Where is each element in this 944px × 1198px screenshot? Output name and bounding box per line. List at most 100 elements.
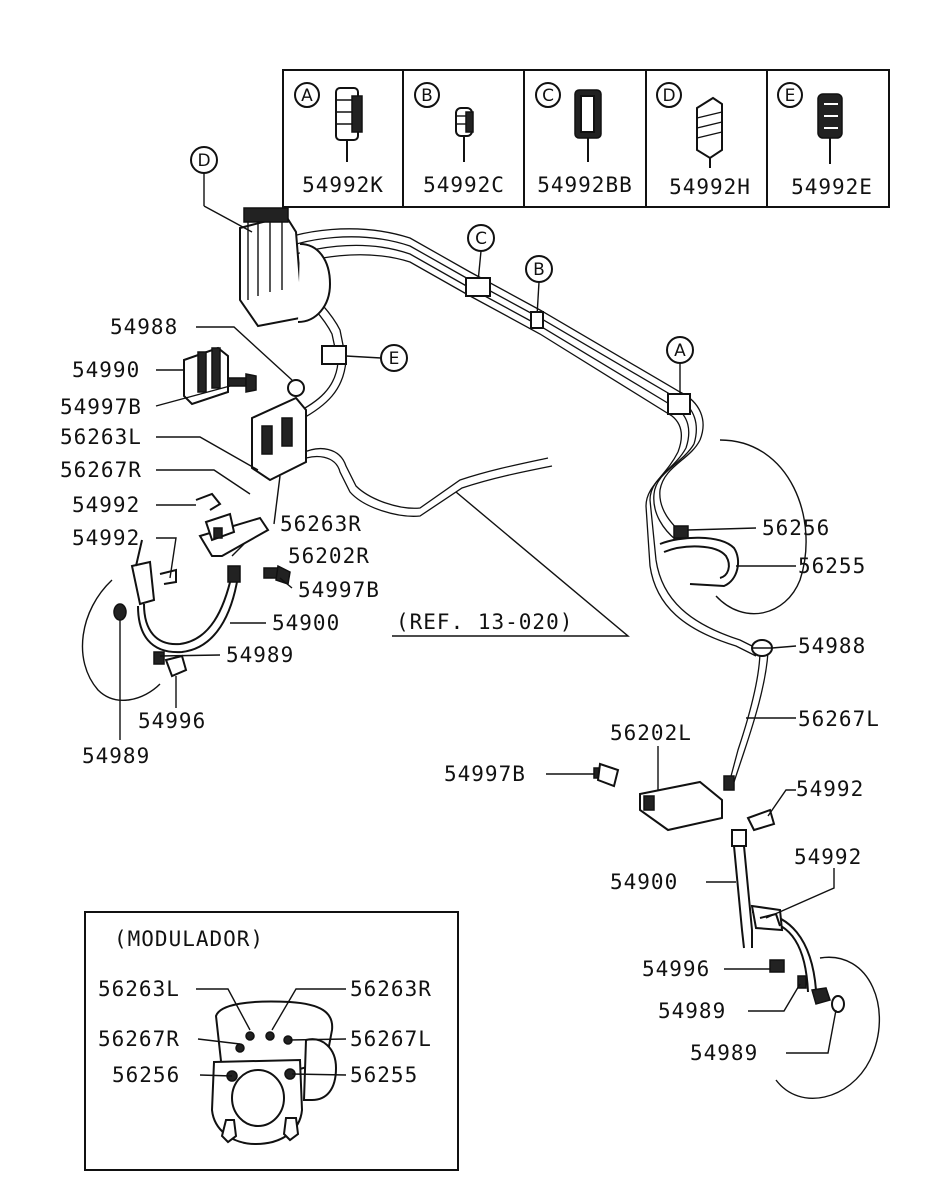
inset-label-56267l: 56267L [350, 1027, 432, 1051]
clip-c-icon [455, 107, 474, 162]
label-56202l: 56202L [610, 721, 692, 745]
clip-h-icon [696, 96, 723, 168]
clip-k-icon [335, 87, 363, 162]
reference-note: (REF. 13-020) [392, 491, 630, 637]
bolt-54997b-top-icon [227, 373, 257, 393]
label-54988-left: 54988 [110, 315, 178, 339]
clip-54992-left-b-icon [159, 568, 177, 585]
callout-c: C [465, 224, 495, 297]
label-56256: 56256 [762, 516, 830, 540]
label-54992-right-b: 54992 [794, 845, 862, 869]
hose-left [130, 539, 241, 654]
callout-b: B [525, 255, 553, 329]
union-fitting [287, 379, 305, 397]
leaders-left [119, 326, 293, 740]
bolt-54996-left-icon [164, 654, 188, 678]
legend-letter-e: E [785, 86, 796, 106]
inset-label-56255: 56255 [350, 1063, 418, 1087]
label-56255: 56255 [798, 554, 866, 578]
label-54992-left-a: 54992 [72, 493, 140, 517]
label-56263l: 56263L [60, 425, 142, 449]
callout-c-letter: C [475, 229, 487, 249]
legend-cell-c: C 54992BB [535, 82, 633, 197]
washer-54989-right-a-icon [797, 975, 807, 989]
washer-54989-left-a-icon [153, 651, 165, 665]
label-56267l: 56267L [798, 707, 880, 731]
label-54992-left-b: 54992 [72, 526, 140, 550]
inset-label-56267r: 56267R [98, 1027, 180, 1051]
hose-right [731, 829, 831, 1005]
fitting-56256-icon [673, 525, 689, 539]
legend-part-a: 54992K [302, 173, 384, 197]
bolt-54997b-right-icon [593, 762, 620, 788]
bolt-54996-right-icon [769, 959, 785, 973]
legend-cell-d: D 54992H [656, 82, 751, 199]
label-54900-left: 54900 [272, 611, 340, 635]
label-54988-right: 54988 [798, 634, 866, 658]
label-54997b-left-top: 54997B [60, 395, 142, 419]
label-54990: 54990 [72, 358, 140, 382]
caliper-outline-left [81, 579, 161, 701]
label-54997b-right: 54997B [444, 762, 526, 786]
legend-letter-d: D [662, 86, 675, 106]
legend-part-c: 54992BB [537, 173, 633, 197]
legend-letter-a: A [301, 86, 313, 106]
legend-frame [282, 69, 890, 208]
label-56263r: 56263R [280, 512, 362, 536]
disc-outline-right-front [715, 439, 807, 615]
reference-text: (REF. 13-020) [396, 610, 573, 634]
bracket-56202r-icon [198, 512, 270, 557]
callout-a-letter: A [674, 341, 686, 361]
brake-pipes [261, 228, 769, 783]
callout-e-letter: E [389, 349, 400, 369]
callout-d: D [190, 146, 253, 233]
callout-b-letter: B [533, 260, 545, 280]
callout-e: E [321, 344, 408, 372]
inset-label-56263r: 56263R [350, 977, 432, 1001]
bracket-54990-icon [183, 346, 229, 406]
label-54989-right-b: 54989 [690, 1041, 758, 1065]
inset-frame [84, 911, 459, 1171]
label-56202r: 56202R [288, 544, 370, 568]
valve-block-left [251, 379, 307, 482]
label-54989-left-b: 54989 [82, 744, 150, 768]
legend-cell-e: E 54992E [777, 82, 873, 199]
label-56267r: 56267R [60, 458, 142, 482]
clip-54992-left-a-icon [195, 492, 222, 511]
bolt-54997b-mid-icon [263, 564, 291, 585]
label-54992-right-a: 54992 [796, 777, 864, 801]
label-54989-left-a: 54989 [226, 643, 294, 667]
clip-bb-icon [574, 89, 602, 162]
legend-cell-a: A 54992K [294, 82, 384, 197]
clip-e-icon [817, 93, 843, 164]
legend-letter-c: C [542, 86, 554, 106]
modulator-unit [239, 207, 332, 328]
inset-title: (MODULADOR) [114, 927, 264, 951]
legend-cell-b: B 54992C [414, 82, 505, 197]
washer-54989-left-b-icon [113, 603, 127, 621]
label-54900-right: 54900 [610, 870, 678, 894]
washer-54989-right-b-icon [831, 995, 845, 1013]
pipe-56255 [659, 536, 740, 588]
label-54989-right-a: 54989 [658, 999, 726, 1023]
legend-part-e: 54992E [791, 175, 873, 199]
caliper-outline-right [775, 956, 881, 1099]
callout-d-letter: D [197, 151, 210, 171]
clip-legend-table: A 54992K B 54992C [282, 69, 890, 208]
legend-letter-b: B [421, 86, 433, 106]
legend-part-b: 54992C [423, 173, 505, 197]
bracket-56202l-icon [639, 780, 723, 832]
label-54997b-left-mid: 54997B [298, 578, 380, 602]
callout-a: A [666, 336, 694, 415]
label-54996-left: 54996 [138, 709, 206, 733]
leaders-right [546, 527, 837, 1054]
inset-modulator-drawing [210, 1000, 338, 1146]
inset-label-56256: 56256 [112, 1063, 180, 1087]
union-54988-right-icon [751, 639, 773, 657]
hose-fitting-right-top [723, 775, 735, 791]
clip-54992-right-a-icon [746, 808, 776, 832]
legend-part-d: 54992H [669, 175, 751, 199]
modulator-inset: (MODULADOR) 56263L 56263R 56267R 56267L … [84, 911, 459, 1171]
label-54996-right: 54996 [642, 957, 710, 981]
